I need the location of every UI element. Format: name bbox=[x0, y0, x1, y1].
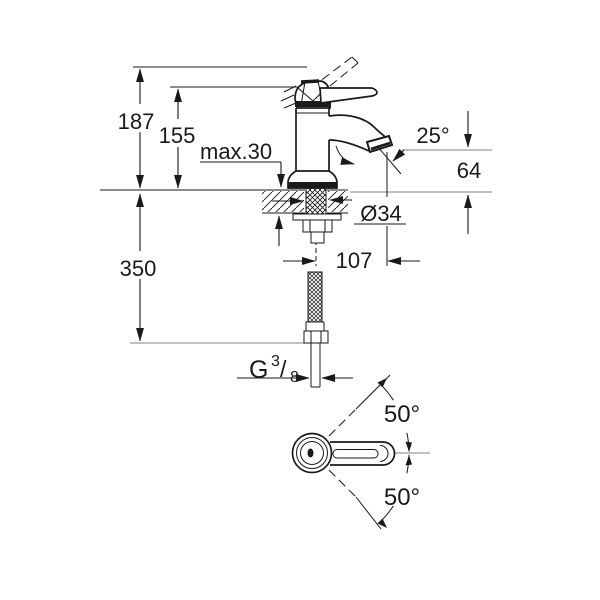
center-mark bbox=[307, 448, 314, 458]
dimension-label-155: 155 bbox=[159, 123, 196, 148]
hose-nut bbox=[303, 330, 329, 344]
mounting-shank bbox=[305, 185, 327, 214]
dimension-label-64: 64 bbox=[457, 158, 481, 183]
thread-label-g: G bbox=[249, 356, 268, 384]
dimension-max30: max.30 bbox=[200, 139, 285, 246]
top-view-body-circles bbox=[291, 432, 333, 474]
dimension-label-max30: max.30 bbox=[200, 139, 272, 164]
swing-arc bbox=[377, 378, 412, 528]
dimension-350: 350 bbox=[114, 193, 161, 342]
dimension-g38: G 3 / 8 bbox=[237, 353, 353, 386]
arc-arrowhead-center-down bbox=[405, 441, 412, 452]
arc-arrowhead-upper bbox=[377, 378, 387, 388]
dimension-label-107: 107 bbox=[336, 248, 373, 273]
thread-label-slash: / bbox=[280, 356, 287, 382]
washer bbox=[292, 213, 342, 221]
hose-ferrule bbox=[305, 321, 325, 332]
arc-arrowhead-center-up bbox=[405, 455, 412, 466]
connection-tube bbox=[310, 343, 321, 388]
dimension-dia34: Ø34 bbox=[272, 196, 409, 226]
dimension-64: 64 bbox=[457, 111, 481, 234]
handle-top-view: 50° 50° bbox=[291, 374, 420, 530]
water-stream-line bbox=[376, 145, 402, 175]
arc-arrowhead-lower bbox=[377, 518, 387, 528]
dimension-107: 107 bbox=[283, 248, 420, 273]
dimension-label-50deg-lower: 50° bbox=[384, 484, 420, 511]
stud bbox=[310, 231, 325, 244]
lever-sketch-strokes bbox=[280, 85, 297, 109]
thread-label-numerator: 3 bbox=[271, 353, 280, 370]
faucet-side-view bbox=[280, 56, 394, 388]
faucet-body bbox=[295, 108, 330, 171]
top-view-lever bbox=[330, 441, 396, 466]
annotation-25deg: 25° bbox=[335, 123, 450, 175]
mounting-nut bbox=[302, 219, 333, 233]
lever-handle bbox=[319, 87, 378, 104]
base-escutcheon bbox=[287, 170, 338, 189]
dimension-label-350: 350 bbox=[120, 256, 157, 281]
dimension-label-25deg: 25° bbox=[416, 123, 449, 148]
auxiliary-lines bbox=[130, 149, 492, 454]
flex-hose bbox=[303, 271, 329, 388]
stream-swing-arrow bbox=[335, 145, 355, 165]
dimension-label-dia34: Ø34 bbox=[360, 201, 402, 226]
dimension-187: 187 bbox=[115, 68, 158, 189]
dimension-155: 155 bbox=[154, 88, 201, 189]
dimension-label-50deg-upper: 50° bbox=[384, 401, 420, 428]
dimension-label-187: 187 bbox=[118, 109, 155, 134]
spout bbox=[328, 114, 394, 154]
